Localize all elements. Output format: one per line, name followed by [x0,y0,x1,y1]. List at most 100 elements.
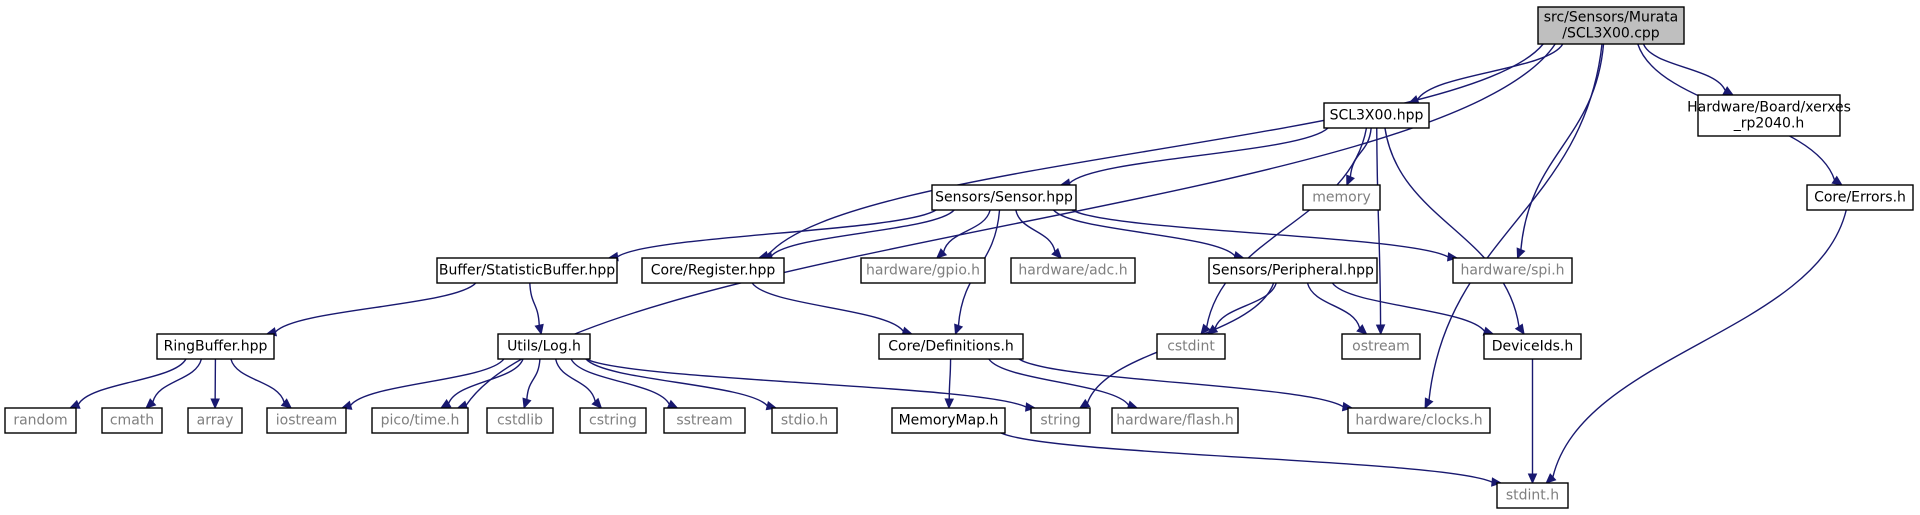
node-box [101,407,163,434]
edge-arrowhead-string [1078,398,1091,409]
edge-arrowhead-ostream [1375,324,1386,336]
node-label: hardware/adc.h [1018,263,1127,279]
edge-ringbuffer-to-cmath [152,358,203,403]
nodes-layer: src/Sensors/Murata/SCL3X00.cppSCL3X00.hp… [4,6,1914,509]
node-label: sstream [676,413,732,429]
edge-statistic_buffer-to-ringbuffer [274,282,477,333]
node-box [1156,333,1226,360]
node-peripheral[interactable]: Sensors/Peripheral.hpp [1208,257,1378,284]
node-hardware-flash: hardware/flash.h [1111,407,1239,434]
node-label: cstring [589,413,637,429]
node-box [1806,184,1914,211]
edge-arrowhead-random [68,399,81,409]
edges-layer [68,43,1847,487]
edge-root-to-xerxes_rp2040 [1642,43,1726,91]
node-label: hardware/spi.h [1460,263,1564,279]
edge-arrowhead-core_definitions [954,323,964,336]
node-core-definitions[interactable]: Core/Definitions.h [878,333,1024,360]
node-box [1208,257,1378,284]
node-label: cmath [110,413,154,429]
edge-arrowhead-array [210,398,220,410]
node-ringbuffer[interactable]: RingBuffer.hpp [156,333,275,360]
edge-peripheral-to-ostream [1306,282,1361,329]
node-array: array [187,407,243,434]
node-label: DeviceIds.h [1492,339,1574,355]
node-root[interactable]: src/Sensors/Murata/SCL3X00.cpp [1537,6,1685,45]
node-label: stdint.h [1506,488,1559,504]
node-box [1347,407,1491,434]
node-label: RingBuffer.hpp [164,339,268,355]
edge-arrowhead-deviceids [1514,323,1525,336]
node-label: cstdint [1167,339,1215,355]
edge-utils_log-to-cstdlib [526,358,541,400]
node-memory: memory [1302,184,1381,211]
node-hardware-gpio: hardware/gpio.h [860,257,986,284]
node-hardware-adc: hardware/adc.h [1010,257,1136,284]
node-core-register[interactable]: Core/Register.hpp [641,257,785,284]
edge-arrowhead-hardware_spi [1446,252,1459,262]
node-box [4,407,77,434]
node-cstring: cstring [579,407,647,434]
edge-scl3x00_hpp-to-ostream [1376,127,1382,326]
node-stdint: stdint.h [1496,482,1569,509]
node-box [860,257,986,284]
node-sensor-hpp[interactable]: Sensors/Sensor.hpp [931,184,1077,211]
node-box [1030,407,1091,434]
edge-core_register-to-core_definitions [751,282,904,332]
node-string: string [1030,407,1091,434]
node-utils-log[interactable]: Utils/Log.h [497,333,591,360]
node-scl3x00-hpp[interactable]: SCL3X00.hpp [1323,102,1430,129]
node-label: Hardware/Board/xerxes [1687,100,1851,116]
node-statistic-buffer[interactable]: Buffer/StatisticBuffer.hpp [436,257,618,284]
edge-arrowhead-iostream [280,398,293,409]
node-box [1010,257,1136,284]
edge-utils_log-to-sstream [570,358,670,405]
edge-utils_log-to-cstring [554,358,596,402]
node-label: hardware/flash.h [1116,413,1234,429]
node-label: string [1040,413,1080,429]
node-box [1111,407,1239,434]
edge-arrowhead-stdint [1545,473,1557,484]
node-xerxes-rp2040[interactable]: Hardware/Board/xerxes_rp2040.h [1687,94,1851,137]
edge-arrowhead-cmath [145,398,157,409]
node-box [931,184,1077,211]
edge-utils_log-to-string [585,358,1027,408]
node-random: random [4,407,77,434]
edge-sensor_hpp-to-statistic_buffer [617,209,937,258]
edge-arrowhead-memorymap [944,398,955,410]
node-label: Utils/Log.h [507,339,581,355]
edge-utils_log-to-pico_time [448,358,524,404]
edge-sensor_hpp-to-hardware_gpio [942,209,991,253]
edge-core_definitions-to-hardware_clocks [1018,358,1344,408]
edge-peripheral-to-cstdint [1214,282,1277,329]
edge-sensor_hpp-to-peripheral [1052,209,1236,257]
node-label: hardware/gpio.h [866,263,980,279]
node-label: /SCL3X00.cpp [1562,26,1660,42]
node-label: SCL3X00.hpp [1330,108,1424,124]
edge-statistic_buffer-to-utils_log [529,282,540,326]
node-memorymap[interactable]: MemoryMap.h [891,407,1006,434]
node-box [266,407,347,434]
edge-root-to-scl3x00_hpp [1416,43,1564,101]
node-label: hardware/clocks.h [1355,413,1482,429]
edge-utils_log-to-iostream [350,358,505,406]
node-deviceids[interactable]: DeviceIds.h [1483,333,1582,360]
edge-sensor_hpp-to-core_register [771,209,955,257]
node-label: cstdlib [497,413,543,429]
edge-core_definitions-to-hardware_flash [988,358,1130,406]
node-box [1341,333,1421,360]
edge-scl3x00_hpp-to-sensor_hpp [1069,127,1329,184]
node-label: _rp2040.h [1733,116,1805,132]
node-box [436,257,618,284]
node-core-errors[interactable]: Core/Errors.h [1806,184,1914,211]
edge-arrowhead-core_errors [1831,175,1843,186]
node-hardware-spi: hardware/spi.h [1452,257,1573,284]
node-box [1483,333,1582,360]
node-box [1496,482,1569,509]
node-label: MemoryMap.h [899,413,999,429]
node-box [771,407,838,434]
edge-arrowhead-cstdint [1200,323,1211,335]
edge-core_definitions-to-memorymap [948,358,952,400]
edge-scl3x00_hpp-to-cstdint [1205,127,1368,328]
